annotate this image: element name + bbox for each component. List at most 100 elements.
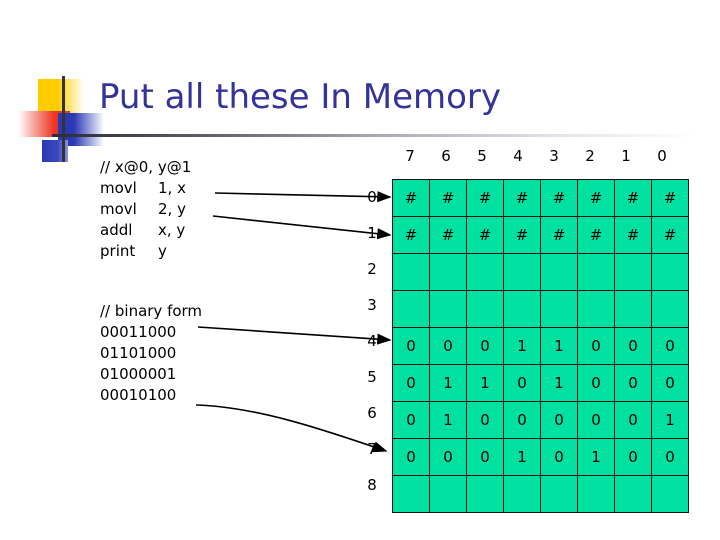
- memory-cell[interactable]: 1: [429, 364, 467, 402]
- memory-cell[interactable]: 0: [614, 364, 652, 402]
- column-header: 4: [513, 147, 523, 165]
- memory-cell[interactable]: #: [466, 179, 504, 217]
- decoration-vertical-line: [62, 76, 65, 162]
- column-header: 7: [405, 147, 415, 165]
- memory-cell[interactable]: #: [651, 179, 689, 217]
- memory-cell[interactable]: [429, 290, 467, 328]
- memory-cell[interactable]: [651, 253, 689, 291]
- column-header: 6: [441, 147, 451, 165]
- slide-title: Put all these In Memory: [99, 77, 502, 117]
- memory-cell[interactable]: #: [503, 179, 541, 217]
- row-label: 5: [367, 368, 377, 386]
- memory-cell[interactable]: #: [392, 179, 430, 217]
- row-label: 3: [367, 296, 377, 314]
- memory-cell[interactable]: 0: [503, 401, 541, 439]
- memory-cell[interactable]: [651, 290, 689, 328]
- memory-cell[interactable]: 0: [651, 438, 689, 476]
- asm-mnemonic: movl: [100, 200, 137, 218]
- memory-cell[interactable]: [540, 290, 578, 328]
- column-header: 5: [477, 147, 487, 165]
- memory-cell[interactable]: 0: [392, 438, 430, 476]
- memory-cell[interactable]: #: [577, 216, 615, 254]
- memory-cell[interactable]: [577, 290, 615, 328]
- memory-cell[interactable]: 0: [651, 327, 689, 365]
- asm-line: // x@0, y@1: [100, 158, 192, 176]
- memory-cell[interactable]: 0: [466, 327, 504, 365]
- column-header: 3: [549, 147, 559, 165]
- row-label: 0: [367, 188, 377, 206]
- memory-cell[interactable]: 0: [651, 364, 689, 402]
- memory-cell[interactable]: [466, 475, 504, 513]
- memory-cell[interactable]: [392, 290, 430, 328]
- row-label: 4: [367, 332, 377, 350]
- memory-cell[interactable]: #: [503, 216, 541, 254]
- memory-cell[interactable]: #: [429, 216, 467, 254]
- memory-cell[interactable]: [392, 253, 430, 291]
- memory-cell[interactable]: 0: [614, 401, 652, 439]
- memory-cell[interactable]: [651, 475, 689, 513]
- memory-cell[interactable]: [540, 253, 578, 291]
- memory-cell[interactable]: #: [614, 179, 652, 217]
- decoration-square-blue-lower: [42, 140, 68, 162]
- memory-cell[interactable]: 1: [466, 364, 504, 402]
- memory-cell[interactable]: [540, 475, 578, 513]
- memory-cell[interactable]: [577, 253, 615, 291]
- memory-cell[interactable]: 1: [651, 401, 689, 439]
- memory-cell[interactable]: 0: [577, 327, 615, 365]
- memory-cell[interactable]: 0: [392, 364, 430, 402]
- memory-cell[interactable]: [503, 253, 541, 291]
- memory-cell[interactable]: 1: [503, 438, 541, 476]
- asm-operands: y: [158, 242, 167, 260]
- memory-cell[interactable]: [429, 253, 467, 291]
- memory-cell[interactable]: 0: [466, 401, 504, 439]
- memory-cell[interactable]: 1: [540, 364, 578, 402]
- memory-cell[interactable]: #: [577, 179, 615, 217]
- memory-cell[interactable]: [577, 475, 615, 513]
- connector-bin4-to-row7: [195, 404, 388, 453]
- memory-cell[interactable]: 0: [429, 438, 467, 476]
- memory-cell[interactable]: #: [651, 216, 689, 254]
- memory-cell[interactable]: [392, 475, 430, 513]
- asm-operands: x, y: [158, 221, 186, 239]
- memory-cell[interactable]: 0: [577, 364, 615, 402]
- memory-cell[interactable]: #: [466, 216, 504, 254]
- memory-cell[interactable]: 0: [614, 327, 652, 365]
- memory-cell[interactable]: 0: [614, 438, 652, 476]
- memory-cell[interactable]: #: [614, 216, 652, 254]
- memory-cell[interactable]: 0: [577, 401, 615, 439]
- memory-cell[interactable]: 0: [540, 401, 578, 439]
- memory-cell[interactable]: 0: [429, 327, 467, 365]
- row-label: 8: [367, 476, 377, 494]
- title-underline-rule: [52, 134, 697, 137]
- memory-cell[interactable]: 0: [392, 401, 430, 439]
- memory-cell[interactable]: [503, 475, 541, 513]
- asm-mnemonic: movl: [100, 179, 137, 197]
- memory-cell[interactable]: 0: [540, 438, 578, 476]
- memory-cell[interactable]: 1: [503, 327, 541, 365]
- memory-cell[interactable]: 1: [540, 327, 578, 365]
- memory-cell[interactable]: #: [429, 179, 467, 217]
- memory-cell[interactable]: 1: [577, 438, 615, 476]
- row-label: 2: [367, 260, 377, 278]
- memory-cell[interactable]: [614, 290, 652, 328]
- memory-cell[interactable]: 0: [503, 364, 541, 402]
- memory-cell[interactable]: #: [540, 179, 578, 217]
- memory-cell[interactable]: [466, 253, 504, 291]
- memory-cell[interactable]: #: [540, 216, 578, 254]
- memory-cell[interactable]: [614, 253, 652, 291]
- memory-row: [392, 290, 689, 328]
- memory-cell[interactable]: [614, 475, 652, 513]
- memory-row: ########: [392, 216, 689, 254]
- memory-cell[interactable]: #: [392, 216, 430, 254]
- memory-cell[interactable]: [429, 475, 467, 513]
- memory-cell[interactable]: [503, 290, 541, 328]
- row-label: 6: [367, 404, 377, 422]
- memory-cell[interactable]: 1: [429, 401, 467, 439]
- memory-cell[interactable]: 0: [392, 327, 430, 365]
- memory-cell[interactable]: 0: [466, 438, 504, 476]
- memory-cell[interactable]: [466, 290, 504, 328]
